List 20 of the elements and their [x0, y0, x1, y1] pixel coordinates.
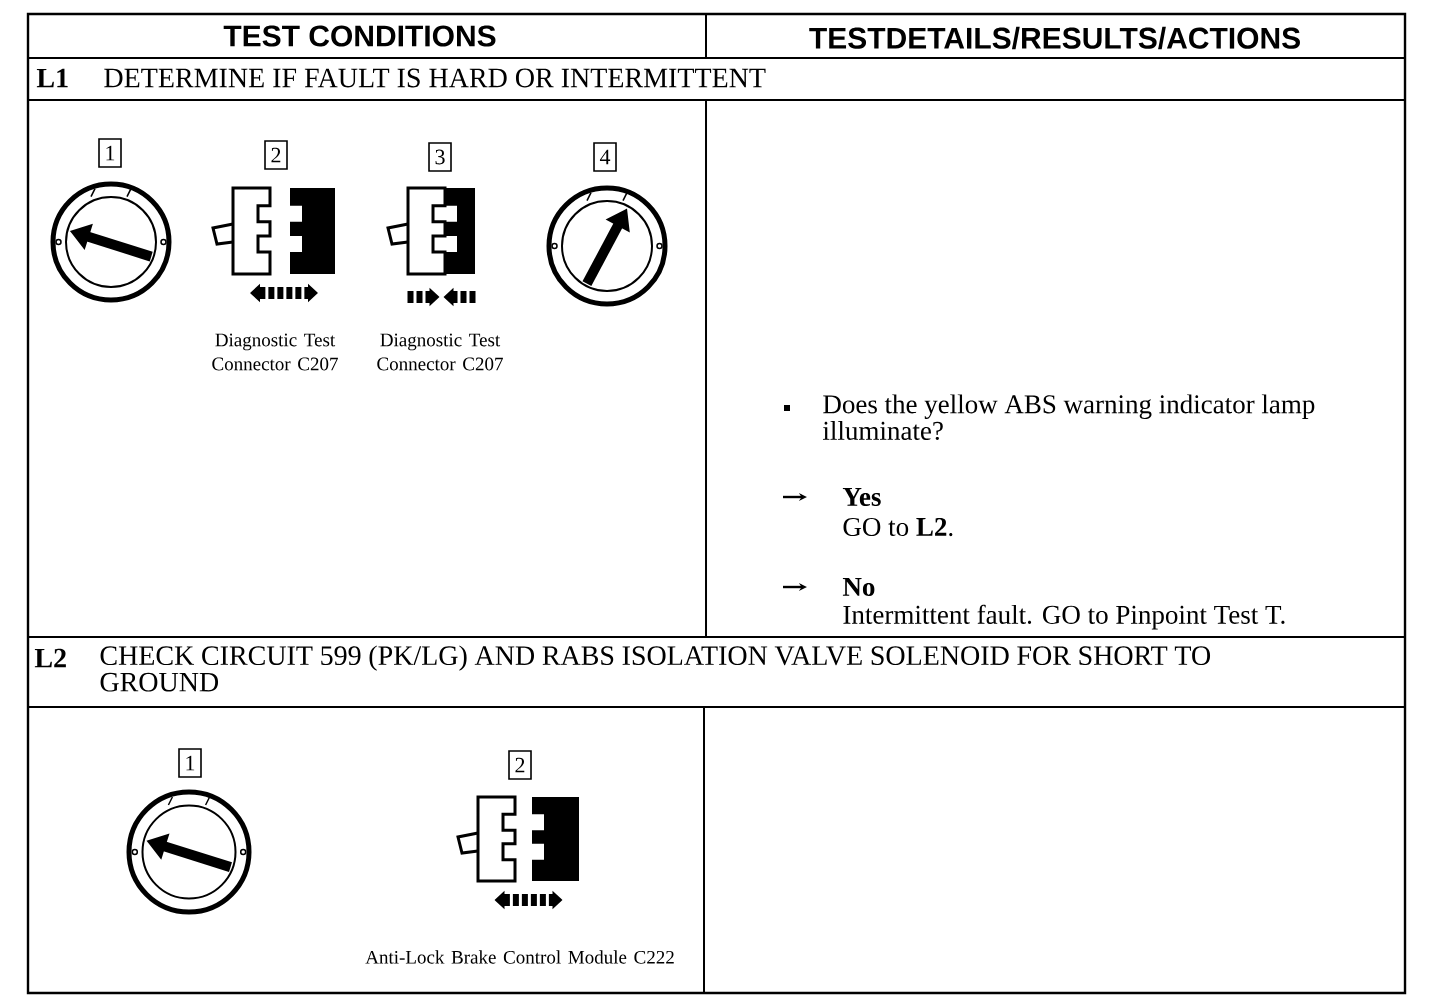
step-id: L1: [36, 68, 68, 88]
step-number-box: 2: [508, 750, 532, 780]
question-text: Does the yellow ABS warning indicator lamp illuminate?: [823, 394, 1315, 441]
column-header: TEST CONDITIONS: [223, 25, 496, 47]
image-caption: Anti-Lock Brake Control Module C222: [365, 950, 674, 964]
step-number-box: 1: [98, 138, 122, 168]
answer-action: GO to L2.: [843, 517, 953, 537]
answer-option: No: [842, 578, 875, 596]
answer-option: Yes: [842, 488, 881, 506]
step-title: CHECK CIRCUIT 599 (PK/LG) AND RABS ISOLATION VALVE SOLENOID FOR SHORT TO GROUND: [100, 645, 1211, 692]
answer-action: Intermittent fault. GO to Pinpoint Test T.: [843, 604, 1285, 630]
step-number-box: 1: [178, 748, 202, 778]
step-number-box: 3: [428, 142, 452, 172]
image-caption: Diagnostic Test Connector C207: [212, 333, 338, 371]
step-number-box: 4: [593, 142, 617, 172]
step-number-box: 2: [264, 140, 288, 170]
step-title: DETERMINE IF FAULT IS HARD OR INTERMITTENT: [104, 68, 766, 88]
step-id: L2: [34, 648, 66, 668]
image-caption: Diagnostic Test Connector C207: [377, 333, 503, 371]
column-header: TESTDETAILS/RESULTS/ACTIONS: [809, 26, 1300, 50]
